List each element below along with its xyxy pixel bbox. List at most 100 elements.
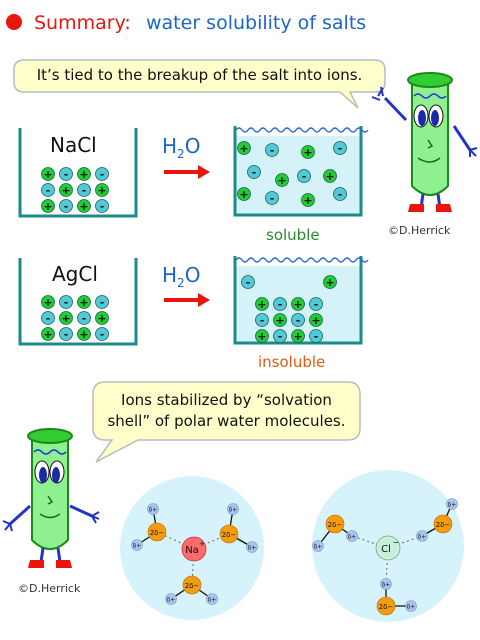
ion-charge-label: + — [79, 200, 88, 213]
reaction-arrow-2 — [164, 293, 210, 307]
cation-ion: + — [291, 297, 305, 311]
oxygen-partial-charge: 2δ− — [185, 582, 200, 590]
ion-charge-label: + — [79, 328, 88, 341]
hydrogen-partial-charge: δ+ — [448, 502, 457, 509]
ion-charge-label: + — [325, 276, 334, 289]
ion-charge-label: - — [302, 170, 307, 183]
anion-ion: - — [297, 169, 311, 183]
ion-charge-label: - — [100, 168, 105, 181]
sodium-cation: Na+ — [181, 536, 207, 562]
anion-ion: - — [95, 295, 109, 309]
water-formula-2: H2O — [162, 263, 201, 290]
ion-charge-label: + — [277, 174, 286, 187]
ion-charge-label: - — [100, 296, 105, 309]
agcl-label: AgCl — [52, 262, 98, 286]
anion-ion: - — [265, 143, 279, 157]
anion-ion: - — [247, 165, 261, 179]
oxygen-partial-charge: 2δ− — [328, 521, 343, 529]
cation-ion: + — [323, 275, 337, 289]
ion-charge-label: + — [303, 194, 312, 207]
hydrogen-partial-charge: δ+ — [208, 597, 217, 604]
anion-ion: - — [255, 313, 269, 327]
anion-ion: - — [273, 329, 287, 343]
anion-ion: - — [265, 191, 279, 205]
test-tube-mascot-top — [371, 72, 478, 212]
cation-ion: + — [41, 295, 55, 309]
oxygen-partial-charge: 2δ− — [436, 521, 451, 529]
water-formula-1: H2O — [162, 134, 201, 161]
cation-ion: + — [275, 173, 289, 187]
anion-ion: - — [309, 297, 323, 311]
ion-charge-label: + — [239, 188, 248, 201]
reaction-arrow-1 — [164, 165, 210, 179]
chloride-anion: Cl− — [375, 535, 401, 561]
ion-charge-label: - — [314, 298, 319, 311]
nacl-label: NaCl — [50, 133, 97, 157]
hydrogen-partial-charge: δ+ — [229, 507, 238, 514]
anion-ion: - — [95, 327, 109, 341]
anion-ion: - — [309, 329, 323, 343]
water-molecule: δ+ δ+ 2δ− — [416, 498, 458, 542]
ion-charge-label: + — [43, 200, 52, 213]
hydrogen-partial-charge: δ+ — [407, 604, 416, 611]
ion-charge-label: + — [293, 298, 302, 311]
hydrogen-partial-charge: δ+ — [348, 534, 357, 541]
cation-ion: + — [77, 199, 91, 213]
cation-ion: + — [301, 193, 315, 207]
ion-charge-label: - — [270, 144, 275, 157]
test-tube-mascot-bottom — [2, 428, 100, 568]
ion-charge-label: + — [257, 298, 266, 311]
water-molecule: δ+δ+2δ− — [131, 503, 167, 551]
water-surface — [235, 257, 369, 263]
hydrogen-partial-charge: δ+ — [149, 507, 158, 514]
bottom-speech-bubble — [92, 381, 361, 463]
cation-ion: + — [77, 167, 91, 181]
ion-charge-label: - — [246, 276, 251, 289]
page-title: water solubility of salts — [146, 12, 367, 34]
ion-charge-label: - — [64, 200, 69, 213]
credit-bottom: ©D.Herrick — [18, 582, 81, 595]
hydrogen-partial-charge: δ+ — [418, 534, 427, 541]
ion-charge-label: - — [46, 312, 51, 325]
water-molecule: δ+δ+2δ− — [165, 575, 218, 605]
hydrogen-partial-charge: δ+ — [248, 545, 257, 552]
anion-ion: - — [291, 313, 305, 327]
anion-label: Cl — [381, 544, 391, 555]
ion-charge-label: + — [293, 330, 302, 343]
hydrogen-partial-charge: δ+ — [133, 543, 142, 550]
anion-ion: - — [59, 199, 73, 213]
water-molecule: δ+δ+2δ− — [219, 503, 258, 553]
beaker-agcl-dry — [18, 258, 138, 346]
ion-charge-label: - — [314, 330, 319, 343]
anion-charge: − — [393, 538, 400, 547]
cation-charge: + — [199, 540, 205, 548]
soluble-label: soluble — [266, 226, 320, 244]
ion-charge-label: + — [325, 170, 334, 183]
ion-charge-label: + — [79, 296, 88, 309]
bottom-bubble-line1: Ions stabilized by “solvation — [121, 391, 332, 409]
anion-ion: - — [41, 183, 55, 197]
anion-ion: - — [77, 311, 91, 325]
cation-ion: + — [77, 295, 91, 309]
cation-label: Na — [185, 545, 199, 556]
ion-charge-label: + — [97, 312, 106, 325]
beaker-nacl-dry — [18, 128, 138, 218]
cation-ion: + — [323, 169, 337, 183]
ion-charge-label: + — [311, 314, 320, 327]
ion-charge-label: - — [82, 184, 87, 197]
cation-ion: + — [301, 145, 315, 159]
ion-charge-label: - — [46, 184, 51, 197]
ion-charge-label: - — [64, 328, 69, 341]
ion-charge-label: - — [278, 298, 283, 311]
ion-charge-label: - — [100, 200, 105, 213]
ion-charge-label: - — [278, 330, 283, 343]
ion-charge-label: - — [82, 312, 87, 325]
anion-ion: - — [41, 311, 55, 325]
ion-charge-label: + — [61, 184, 70, 197]
credit-top: ©D.Herrick — [388, 224, 451, 237]
cation-ion: + — [237, 187, 251, 201]
ion-charge-label: - — [296, 314, 301, 327]
anion-ion: - — [333, 187, 347, 201]
ion-charge-label: - — [64, 296, 69, 309]
anion-ion: - — [333, 141, 347, 155]
